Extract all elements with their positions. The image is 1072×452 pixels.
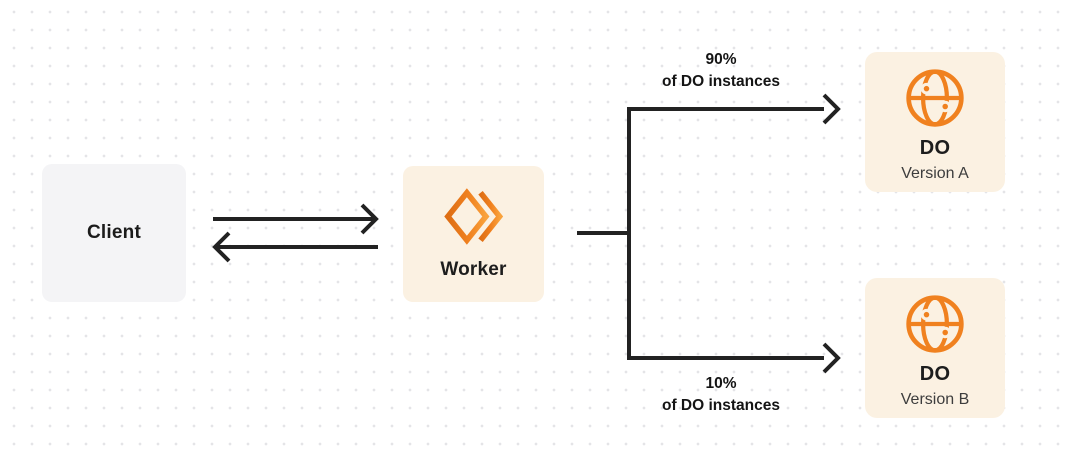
do-version-b-node: DO Version B <box>865 278 1005 418</box>
split-bottom-arrowhead <box>822 342 841 374</box>
worker-node: Worker <box>403 166 544 302</box>
do-version-b-subtitle: Version B <box>900 390 970 408</box>
split-top-arrowhead <box>822 93 841 125</box>
split-top-label: 90% of DO instances <box>571 49 871 93</box>
worker-label: Worker <box>440 258 507 280</box>
split-top-caption: of DO instances <box>662 73 780 90</box>
do-version-a-subtitle: Version A <box>901 164 969 182</box>
durable-objects-globe-icon <box>906 294 964 353</box>
split-bottom-caption: of DO instances <box>662 397 780 414</box>
client-to-worker-arrowhead <box>360 203 379 235</box>
do-version-a-node: DO Version A <box>865 52 1005 192</box>
worker-to-client-arrowhead <box>212 231 231 263</box>
do-version-a-title: DO <box>919 136 951 159</box>
split-bottom-percent: 10% <box>705 375 737 392</box>
split-bracket <box>627 107 824 360</box>
split-bottom-label: 10% of DO instances <box>571 373 871 417</box>
client-label: Client <box>87 222 141 243</box>
durable-objects-globe-icon <box>906 68 964 127</box>
split-top-percent: 90% <box>705 51 737 68</box>
client-node: Client <box>42 164 186 302</box>
do-version-b-title: DO <box>919 362 951 385</box>
workers-icon <box>443 187 503 245</box>
